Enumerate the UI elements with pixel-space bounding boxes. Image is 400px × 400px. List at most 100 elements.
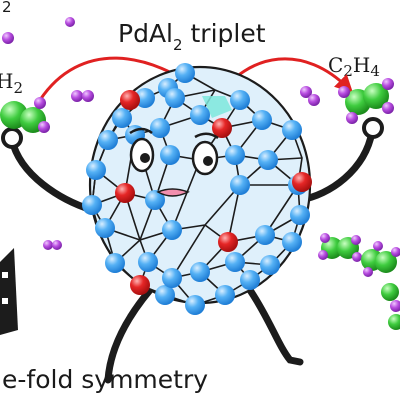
pd-atom — [130, 275, 150, 295]
carbon-atom — [363, 83, 389, 109]
hydrogen-atom — [71, 90, 83, 102]
left-panel-slot — [2, 298, 8, 304]
hydrogen-atom — [38, 121, 50, 133]
hydrogen-atom — [382, 78, 394, 90]
hydrogen-atom — [363, 267, 373, 277]
carbon-atom — [381, 283, 399, 301]
pd-atom — [292, 172, 312, 192]
right-pupil — [203, 156, 213, 166]
left-molecule-main: H — [0, 69, 13, 93]
right-molecule-sub2: 4 — [370, 62, 380, 80]
al-atoms — [82, 63, 310, 315]
floating-ethylene-molecule — [318, 233, 362, 262]
al-atom — [255, 225, 275, 245]
left-molecule-label: H2 — [0, 69, 23, 97]
al-atom — [190, 105, 210, 125]
hydrogen-atom — [320, 233, 330, 243]
right-molecule-label: C2H4 — [328, 53, 380, 80]
bottom-caption: e-fold symmetry — [2, 365, 208, 394]
hydrogen-atom — [65, 17, 75, 27]
floating-h2-molecule — [300, 86, 320, 106]
right-molecule-c: C — [328, 53, 343, 77]
hydrogen-atom — [82, 90, 94, 102]
title-suffix: triplet — [183, 19, 266, 48]
cartoon-eyes-icon — [129, 127, 219, 176]
al-atom — [105, 253, 125, 273]
al-atom — [252, 110, 272, 130]
al-atom — [175, 63, 195, 83]
left-arm — [8, 136, 96, 214]
al-atom — [190, 262, 210, 282]
al-atom — [230, 175, 250, 195]
al-atom — [155, 285, 175, 305]
hydrogen-atom — [2, 32, 14, 44]
floating-ethylene-molecule — [388, 314, 400, 330]
hydrogen-atom — [300, 86, 312, 98]
title-main-text: PdAl — [118, 19, 173, 48]
left-molecule-sub: 2 — [13, 79, 23, 97]
left-pupil — [140, 153, 150, 163]
al-atom — [150, 118, 170, 138]
left-molecule-text: H2 — [0, 69, 23, 97]
hydrogen-atom — [352, 252, 362, 262]
right-molecule-h: H — [353, 53, 370, 77]
left-panel-shape — [0, 248, 18, 335]
title-label: PdAl2 triplet — [118, 19, 266, 54]
al-atom — [160, 145, 180, 165]
pd-atom — [115, 183, 135, 203]
al-atom — [282, 232, 302, 252]
top-left-fragment-sub: 2 — [2, 0, 12, 16]
floating-h2-molecule — [65, 17, 75, 27]
al-atom — [260, 255, 280, 275]
al-atom — [165, 88, 185, 108]
al-atom — [215, 285, 235, 305]
al-atom — [135, 88, 155, 108]
left-panel-slot — [2, 272, 8, 278]
floating-ethylene-molecule — [361, 241, 400, 277]
al-atom — [258, 150, 278, 170]
left-hand — [1, 127, 23, 149]
floating-h2-molecule — [43, 240, 62, 250]
left-held-molecule — [0, 97, 50, 133]
hydrogen-atom — [391, 247, 400, 257]
carbon-atom — [375, 251, 397, 273]
left-eyebrow — [129, 127, 153, 135]
hydrogen-atom — [52, 240, 62, 250]
pd-atom — [120, 90, 140, 110]
hydrogen-atom — [43, 240, 53, 250]
hydrogen-atom — [390, 300, 400, 312]
title-main: PdAl2 triplet — [118, 19, 266, 54]
cluster-cage-icon — [82, 63, 312, 315]
right-molecule-text: C2H4 — [328, 53, 380, 80]
right-molecule-sub1: 2 — [343, 62, 353, 80]
al-atom — [240, 270, 260, 290]
al-atom — [145, 190, 165, 210]
al-atom — [162, 268, 182, 288]
al-atom — [185, 295, 205, 315]
carbon-atom — [388, 314, 400, 330]
title-sub: 2 — [173, 36, 183, 54]
al-atom — [230, 90, 250, 110]
pd-atom — [218, 232, 238, 252]
pd-atom — [212, 118, 232, 138]
hydrogen-atom — [34, 97, 46, 109]
al-atom — [282, 120, 302, 140]
al-atom — [225, 252, 245, 272]
al-atom — [138, 252, 158, 272]
right-eyebrow — [194, 132, 219, 140]
right-hand — [362, 117, 384, 139]
al-atom — [98, 130, 118, 150]
al-atom — [95, 218, 115, 238]
floating-ethylene-molecule — [381, 283, 400, 312]
hydrogen-atom — [382, 102, 394, 114]
hydrogen-atom — [308, 94, 320, 106]
right-leg — [246, 286, 304, 366]
floating-h2-molecule — [71, 90, 94, 102]
pd-atoms — [115, 90, 312, 295]
hydrogen-atom — [338, 86, 350, 98]
al-atom — [112, 108, 132, 128]
al-atom — [162, 220, 182, 240]
hydrogen-atom — [318, 250, 328, 260]
hydrogen-atom — [346, 112, 358, 124]
